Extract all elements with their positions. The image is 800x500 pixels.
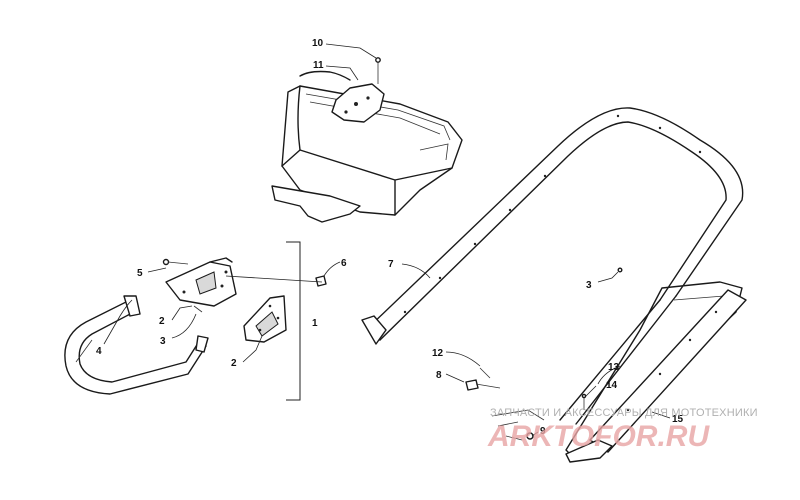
callout-2-lower: 2 [231,358,237,369]
hardware-pin-3-left [193,305,203,313]
hardware-fasteners-bottom [491,409,545,441]
storage-bag [271,57,463,223]
watermark: ЗАПЧАСТИ И АКСЕССУАРЫ ДЛЯ МОТОТЕХНИКИ AR… [487,407,758,453]
callout-12: 12 [432,348,444,359]
mounting-strip [565,289,747,463]
hardware-clip-6 [315,275,327,287]
watermark-logo: ARKTOFOR.RU [487,420,710,453]
callout-10: 10 [312,38,324,49]
callout-5: 5 [137,268,143,279]
leader-lines [103,43,671,437]
bumper [64,295,209,395]
left-bracket-upper [162,257,237,307]
callout-3-right: 3 [586,280,592,291]
callout-9: 9 [540,426,546,437]
callout-1: 1 [312,318,318,329]
callout-11: 11 [313,60,324,71]
callout-4: 4 [96,346,102,357]
hardware-bolt-8 [465,379,501,391]
hardware-pin-3-right [617,267,623,273]
callout-8: 8 [436,370,442,381]
callout-3-left: 3 [160,336,166,347]
callout-15: 15 [672,414,684,425]
hardware-nut-9 [526,432,534,440]
callout-labels: 10 11 5 6 2 3 2 4 1 7 3 12 8 9 13 14 15 [96,38,684,437]
hardware-bolt-12 [479,367,491,379]
watermark-tagline: ЗАПЧАСТИ И АКСЕССУАРЫ ДЛЯ МОТОТЕХНИКИ [490,407,758,419]
callout-7: 7 [388,259,394,270]
callout-2-upper: 2 [159,316,165,327]
left-bracket-lower [243,295,287,343]
hardware-screw-14 [581,393,587,410]
callout-13: 13 [608,362,620,373]
assembly-bracket-1 [286,241,301,401]
callout-14: 14 [606,380,618,391]
callout-6: 6 [341,258,347,269]
